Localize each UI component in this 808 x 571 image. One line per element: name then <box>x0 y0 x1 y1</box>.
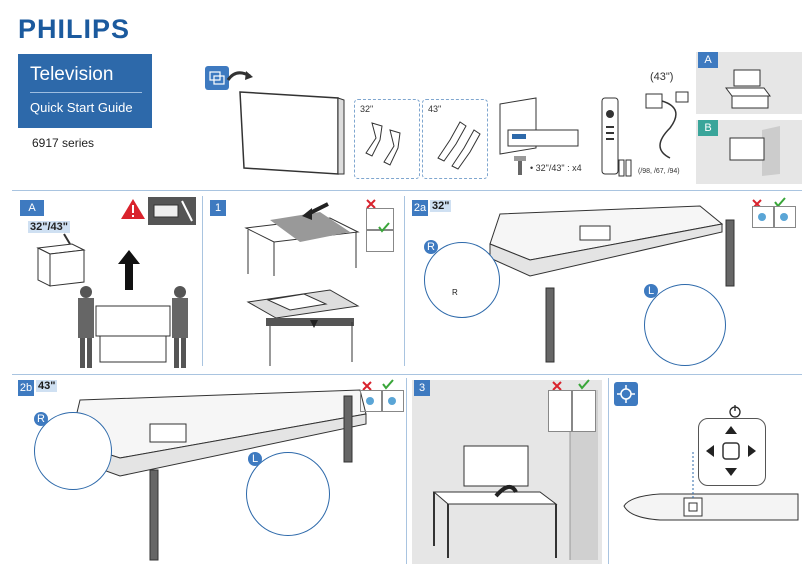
joystick-callout-l <box>644 284 726 366</box>
tv-bottom-edge <box>623 452 799 521</box>
power-icon <box>729 405 741 418</box>
tv-facedown-on-table <box>246 289 360 366</box>
wall-wrong-box <box>548 390 572 432</box>
marker-r-2a: R <box>424 240 438 254</box>
stand-43-label: 43" <box>428 104 442 114</box>
panel-divider-1 <box>202 196 203 366</box>
brand-logo: PHILIPS <box>18 14 131 44</box>
stand-leg-2b-right <box>343 395 353 463</box>
stand-leg-2b <box>149 469 159 561</box>
check-icon <box>378 222 390 233</box>
marker-l-2b: L <box>248 452 262 466</box>
panel-3-badge: 3 <box>414 380 430 396</box>
cross-icon <box>552 381 562 391</box>
cross-icon <box>362 381 372 391</box>
title-band: Television Quick Start Guide <box>18 54 152 128</box>
stand-32-box <box>354 99 420 179</box>
screw-icon <box>514 156 526 175</box>
manual-illustration <box>499 97 579 155</box>
panel-a-size: 32"/43" <box>28 221 70 233</box>
two-people-lifting-tv <box>78 286 188 368</box>
stand-32-legs <box>365 122 401 166</box>
joystick-callout-l-43 <box>246 452 330 536</box>
power-cord-illustration <box>645 91 689 159</box>
joystick-directions <box>706 426 756 476</box>
open-box-illustration <box>36 233 86 287</box>
panel-a-badge: A <box>20 200 44 216</box>
product-title: Television <box>30 64 114 85</box>
cross-icon <box>366 199 376 209</box>
table-with-cloth <box>244 212 360 276</box>
panel-divider-4 <box>608 378 609 564</box>
wall-right-box <box>572 390 596 432</box>
panel-2b-size: 43" <box>36 380 58 392</box>
up-arrow-icon <box>118 250 140 290</box>
option-a-badge: A <box>698 52 718 68</box>
screws-label: • 32"/43" : x4 <box>530 163 582 173</box>
batteries-icon <box>618 159 632 177</box>
section-divider-mid <box>12 374 802 375</box>
flip-arrow <box>226 71 253 81</box>
orientation-right-box-43 <box>382 390 404 412</box>
joystick-callout-r-43 <box>34 412 112 490</box>
tv-on-table-final <box>432 445 558 558</box>
tv-back-32 <box>489 205 724 277</box>
tv-flip-icon <box>205 66 229 90</box>
warning-icon <box>121 199 145 219</box>
panel-2a-badge: 2a <box>412 200 428 216</box>
guide-title: Quick Start Guide <box>30 100 133 115</box>
option-b-tv-on-wall <box>729 126 780 176</box>
orientation-dots <box>758 213 788 221</box>
remote-illustration <box>601 97 619 175</box>
section-divider-top <box>12 190 802 191</box>
curved-arrow-icon <box>302 202 329 220</box>
stand-leg-2a-right <box>725 219 735 287</box>
panel-1-badge: 1 <box>210 200 226 216</box>
title-divider <box>30 92 142 93</box>
series-label: 6917 series <box>32 136 95 150</box>
stand-43-legs <box>437 121 481 170</box>
panel-2a-size: 32" <box>430 200 452 212</box>
stand-leg-2a <box>545 287 555 363</box>
option-b-badge: B <box>698 120 718 136</box>
panel-divider-2 <box>404 196 405 366</box>
joystick-callout-r <box>424 242 500 318</box>
marker-l-2a: L <box>644 284 658 298</box>
option-a-tv-on-table <box>725 69 771 109</box>
orientation-dots-43 <box>366 397 396 405</box>
plug-models-label: (/98, /67, /94) <box>638 168 680 175</box>
orientation-wrong-box-43 <box>360 390 382 412</box>
marker-r-text: R <box>452 288 458 297</box>
marker-r-2b: R <box>34 412 48 426</box>
plug-size-label: (43") <box>650 71 674 83</box>
check-icon <box>578 379 590 390</box>
check-icon <box>382 379 394 390</box>
warning-picture <box>148 197 196 225</box>
tv-illustration <box>239 91 345 175</box>
panel-2b-badge: 2b <box>18 380 34 396</box>
joystick-icon <box>614 382 638 406</box>
panel-divider-3 <box>406 378 407 564</box>
surface-right-box <box>366 230 394 252</box>
stand-32-label: 32" <box>360 104 374 114</box>
stand-43-box <box>422 99 488 179</box>
